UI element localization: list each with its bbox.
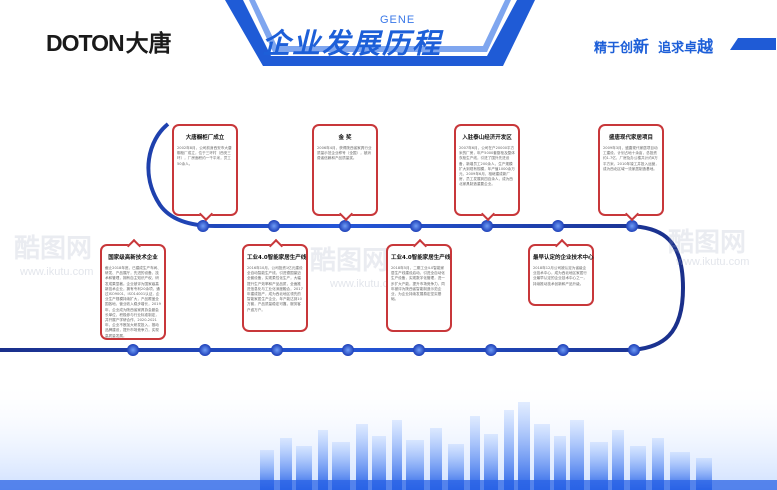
milestone-title: 大唐橱柜厂成立 [185,135,225,141]
milestone-title: 工业4.0智能家居生产线 [391,255,451,261]
milestone-body: 截止2018年底，已建成生产车间、研发、产品展厅，先进的设备、技术和管理，拥有自… [105,266,161,338]
milestone-body: 2018年5月，二期工业4.0智能家居生产线建设启动，引进全自动化生产设备，实现… [391,266,445,302]
milestone-card: 金 奖 2006年4月，获得陕西省家具行业质量示范企业称号（全国），被消费者信赖… [312,124,378,216]
timeline-node [410,220,422,232]
timeline-node [197,220,209,232]
timeline-node [342,344,354,356]
page-title: 企业发展历程 [262,27,443,60]
title-accent: GENE [380,14,416,26]
watermark-mark: 酷图网 [310,246,389,276]
milestone-card: 大唐橱柜厂成立 2002年8月，公司前身西安市大唐橱柜厂成立，位于三环村（西安三… [172,124,238,216]
logo-cn: 大唐 [125,31,172,57]
slogan-corner-bar [730,38,776,50]
timeline-node [628,344,640,356]
timeline-node [552,220,564,232]
city-skyline [0,380,777,490]
milestone-card: 最早认定的企业技术中心 2018年12月公司被认定为省级企业技术中心，成为西北地… [528,244,594,306]
milestone-card: 国家级高新技术企业 截止2018年底，已建成生产车间、研发、产品展厅，先进的设备… [100,244,166,340]
watermark-mark: 酷图网 [14,234,93,264]
slogan-part2-emph: 越 [697,37,714,56]
milestone-card: 工业4.0智能家居生产线 2016年10月，公司投资1亿元建设全自动智能生产线，… [242,244,308,332]
timeline-node [485,344,497,356]
milestone-title: 最早认定的企业技术中心 [533,255,594,261]
timeline-node [271,344,283,356]
milestone-body: 2007年6月，公司在户20000平方米的厂房，年产5000套厨柜及整体衣柜生产… [459,146,515,187]
watermark-url: www.ikutu.com [676,256,750,268]
timeline-node [626,220,638,232]
milestone-title: 金 奖 [338,135,352,141]
watermark-url: www.ikutu.com [20,266,94,278]
milestone-body: 2016年10月，公司投资1亿元建设全自动智能生产线，引进德国豪迈全套设备，实现… [247,266,303,312]
milestone-title: 工业4.0智能家居生产线 [247,255,307,261]
milestone-card: 工业4.0智能家居生产线 2018年5月，二期工业4.0智能家居生产线建设启动，… [386,244,452,332]
milestone-title: 盛唐现代家居项目 [608,135,653,141]
milestone-body: 2009年3月，盛唐现代家居项目动工建设，计划占地十余亩，总投资约1.7亿，厂房… [603,146,659,171]
milestone-title: 入驻泰山经济开发区 [462,135,512,141]
logo-latin: DOTON [46,30,125,56]
milestone-card: 入驻泰山经济开发区 2007年6月，公司在户20000平方米的厂房，年产5000… [454,124,520,216]
company-logo: DOTON大唐 [46,24,172,58]
timeline-node [557,344,569,356]
milestone-body: 2006年4月，获得陕西省家具行业质量示范企业称号（全国），被消费者信赖和产品质… [317,146,372,161]
milestone-card: 盛唐现代家居项目 2009年3月，盛唐现代家居项目动工建设，计划占地十余亩，总投… [598,124,664,216]
timeline-node [481,220,493,232]
milestone-body: 2018年12月公司被认定为省级企业技术中心，成为西北地区家居行业最早认定的企业… [533,266,587,286]
slogan-part1: 精于创 [594,41,634,56]
milestone-title: 国家级高新技术企业 [108,255,158,261]
timeline-node [127,344,139,356]
watermark-mark: 酷图网 [668,228,747,258]
slogan-part1-emph: 新 [633,37,650,56]
milestone-body: 2002年8月，公司前身西安市大唐橱柜厂成立，位于三环村（西安三环），厂房面积约… [177,146,232,166]
title-banner-frame [225,0,535,66]
timeline-node [268,220,280,232]
slogan: 精于创新 追求卓越 [594,33,713,57]
timeline-node [199,344,211,356]
timeline-node [339,220,351,232]
timeline-nodes [127,220,640,356]
slogan-part2: 追求卓 [658,41,698,56]
timeline-node [413,344,425,356]
